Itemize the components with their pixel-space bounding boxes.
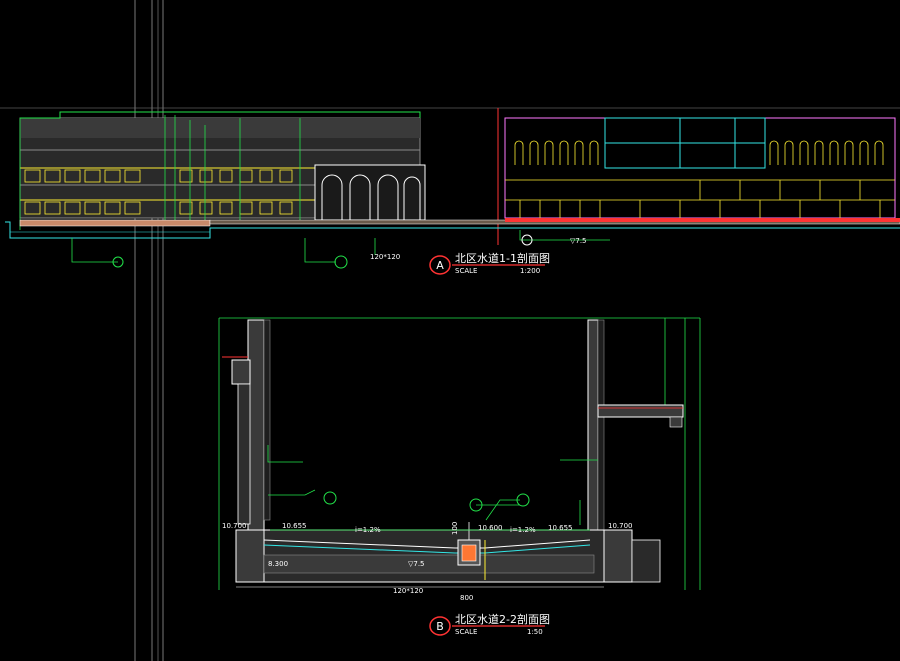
elevation-section-a: 120*120 ▽7.5 bbox=[5, 111, 900, 269]
title-block-a: A 北区水道1-1剖面图 SCALE 1:200 bbox=[429, 251, 550, 275]
title-a-scale-label: SCALE bbox=[455, 267, 477, 275]
a-pipe-label: 120*120 bbox=[370, 253, 400, 261]
b-level-left-inner: 10.655 bbox=[282, 522, 307, 530]
b-dim-center-width: 100 bbox=[451, 522, 459, 535]
b-dim-bottom-width: 800 bbox=[460, 594, 473, 602]
title-b-text: 北区水道2-2剖面图 bbox=[455, 612, 550, 626]
title-b-scale-value: 1:50 bbox=[527, 628, 543, 636]
b-level-right-top: 10.700 bbox=[608, 522, 633, 530]
b-level-bottom-center: ▽7.5 bbox=[408, 560, 425, 568]
title-a-text: 北区水道1-1剖面图 bbox=[455, 251, 550, 265]
b-dim-drain: 120*120 bbox=[393, 587, 423, 595]
section-b: 10.700 10.700 10.655 10.655 10.600 8.300… bbox=[218, 317, 701, 602]
b-level-bottom: 8.300 bbox=[268, 560, 288, 568]
a-level-label: ▽7.5 bbox=[570, 237, 587, 245]
title-b-scale-label: SCALE bbox=[455, 628, 477, 636]
b-slope-right: i=1.2% bbox=[510, 526, 536, 534]
title-a-marker: A bbox=[436, 259, 444, 272]
b-level-center: 10.600 bbox=[478, 524, 503, 532]
title-block-b: B 北区水道2-2剖面图 SCALE 1:50 bbox=[429, 612, 550, 636]
b-level-left-top: 10.700 bbox=[222, 522, 247, 530]
title-b-marker: B bbox=[436, 620, 444, 633]
title-a-scale-value: 1:200 bbox=[520, 267, 540, 275]
b-slope-left: i=1.2% bbox=[355, 526, 381, 534]
b-level-right-inner: 10.655 bbox=[548, 524, 573, 532]
